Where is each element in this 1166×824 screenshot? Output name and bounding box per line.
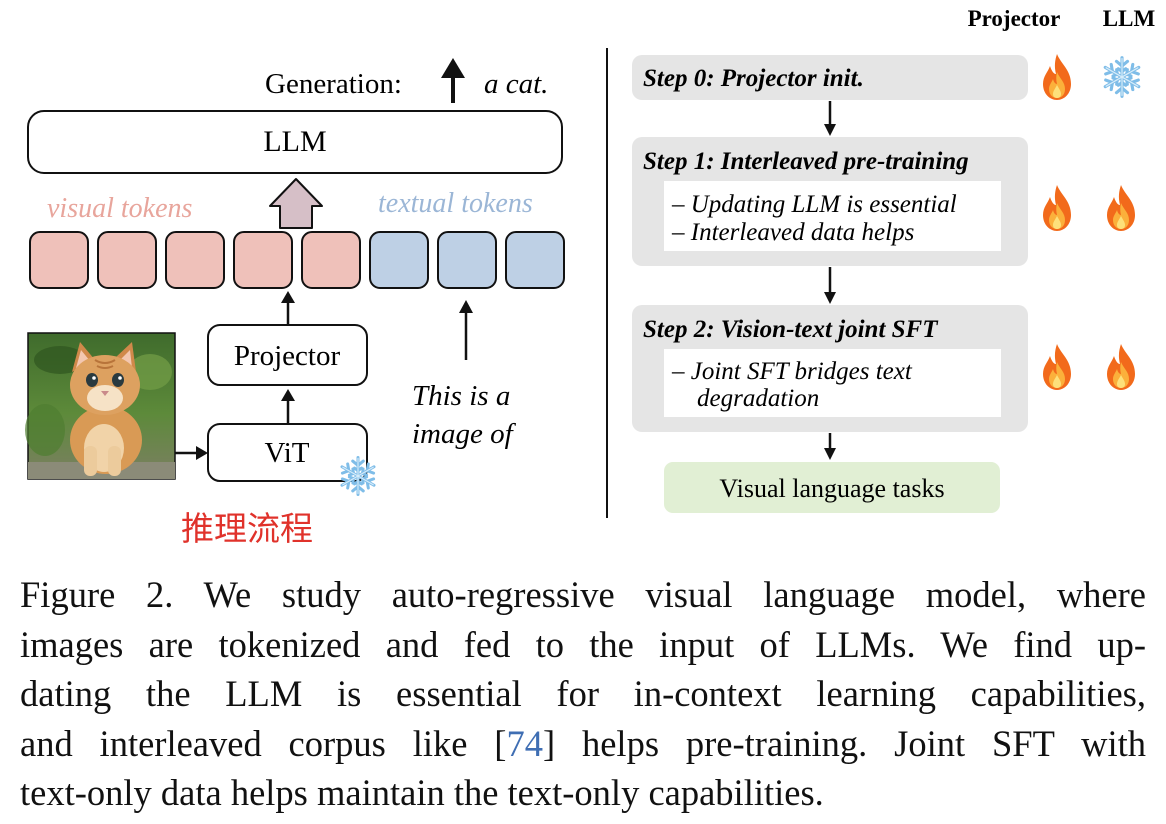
cat-photo bbox=[25, 332, 176, 480]
step-2-llm-fire-icon bbox=[1107, 344, 1135, 390]
right-panel: Projector LLM Step 0: Projector init. St… bbox=[632, 6, 1155, 513]
figure-diagram: Generation: a cat. LLM visual tokens tex… bbox=[25, 6, 1155, 548]
visual-token bbox=[301, 231, 361, 289]
generation-label: Generation: bbox=[265, 68, 402, 100]
textual-token bbox=[505, 231, 565, 289]
vit-box-label: ViT bbox=[265, 437, 310, 469]
llm-box bbox=[27, 110, 563, 174]
projector-box bbox=[207, 324, 368, 386]
step-2-projector-fire-icon bbox=[1043, 344, 1071, 390]
step-0-box bbox=[632, 55, 1028, 100]
textual-token-row bbox=[369, 231, 565, 289]
step-1-projector-fire-icon bbox=[1043, 185, 1071, 231]
projector-box-label: Projector bbox=[234, 340, 341, 372]
column-header-llm: LLM bbox=[1103, 6, 1156, 31]
caption-line-4-suffix: ] helps pre-training. Joint SFT with bbox=[542, 722, 1146, 764]
textual-token bbox=[369, 231, 429, 289]
visual-tokens-label: visual tokens bbox=[47, 193, 193, 224]
visual-token bbox=[165, 231, 225, 289]
llm-box-label: LLM bbox=[263, 125, 326, 158]
caption-line-3: dating the LLM is essential for in-conte… bbox=[20, 673, 1146, 714]
visual-token bbox=[233, 231, 293, 289]
inference-label: 推理流程 bbox=[181, 509, 313, 548]
visual-token-row bbox=[29, 231, 361, 289]
final-task-box bbox=[664, 462, 1000, 513]
caption-line-4: and interleaved corpus like [74] helps p… bbox=[20, 719, 1146, 769]
step-0-llm-snowflake-icon bbox=[1103, 58, 1142, 97]
caption-line-4-prefix: and interleaved corpus like [ bbox=[20, 722, 507, 764]
citation-link[interactable]: 74 bbox=[506, 722, 543, 764]
prompt-line-1: This is a bbox=[412, 380, 510, 412]
generation-up-arrow-icon bbox=[441, 58, 465, 103]
figure-caption: Figure 2. We study auto-regressive visua… bbox=[20, 570, 1146, 818]
vit-box bbox=[207, 423, 368, 482]
visual-token bbox=[97, 231, 157, 289]
step-1-title: Step 1: Interleaved pre-training bbox=[643, 148, 969, 175]
final-task-label: Visual language tasks bbox=[719, 474, 944, 503]
generation-output: a cat. bbox=[484, 68, 548, 100]
step-2-title: Step 2: Vision-text joint SFT bbox=[643, 316, 939, 343]
step-1-bullet-box bbox=[664, 181, 1001, 251]
prompt-line-2: image of bbox=[412, 418, 517, 450]
step-2-bullet-box bbox=[664, 349, 1001, 417]
step-2-bullet-1: – Joint SFT bridges text bbox=[671, 358, 913, 385]
left-panel: Generation: a cat. LLM visual tokens tex… bbox=[25, 58, 565, 548]
step-1-bullet-1: – Updating LLM is essential bbox=[671, 191, 957, 218]
caption-line-5: text-only data helps maintain the text-o… bbox=[20, 772, 824, 813]
caption-line-1: Figure 2. We study auto-regressive visua… bbox=[20, 574, 1146, 615]
visual-token bbox=[29, 231, 89, 289]
tokens-to-llm-arrow-icon bbox=[269, 178, 323, 229]
step-1-bullet-2: – Interleaved data helps bbox=[671, 219, 914, 246]
step-0-title: Step 0: Projector init. bbox=[643, 65, 864, 92]
textual-token bbox=[437, 231, 497, 289]
textual-tokens-label: textual tokens bbox=[378, 188, 533, 219]
step-2-bullet-1-cont: degradation bbox=[697, 385, 819, 412]
step-0-projector-fire-icon bbox=[1043, 54, 1071, 100]
caption-line-2: images are tokenized and fed to the inpu… bbox=[20, 623, 1146, 665]
step-1-llm-fire-icon bbox=[1107, 185, 1135, 231]
column-header-projector: Projector bbox=[968, 6, 1061, 31]
